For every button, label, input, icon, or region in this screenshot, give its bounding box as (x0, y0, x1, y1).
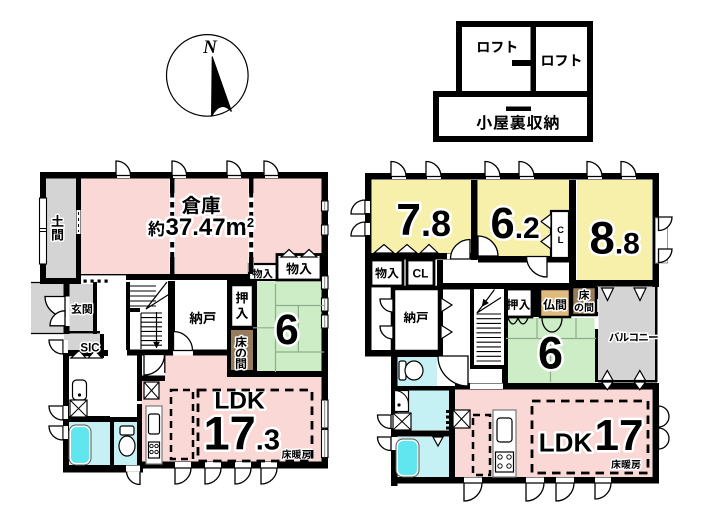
svg-text:CL: CL (413, 267, 429, 281)
svg-text:N: N (202, 37, 218, 58)
svg-text:C: C (557, 225, 564, 236)
svg-text:7.8: 7.8 (396, 196, 451, 245)
svg-text:LDK: LDK (214, 388, 265, 415)
svg-text:LDK: LDK (539, 428, 593, 458)
svg-text:17.3: 17.3 (204, 407, 280, 460)
svg-text:6: 6 (538, 328, 563, 379)
svg-text:8.8: 8.8 (590, 213, 640, 264)
svg-text:6: 6 (275, 307, 299, 354)
svg-text:SIC: SIC (80, 343, 99, 355)
svg-text:17: 17 (595, 411, 644, 460)
svg-text:L: L (558, 235, 564, 246)
svg-text:37.47m2: 37.47m2 (166, 214, 255, 241)
